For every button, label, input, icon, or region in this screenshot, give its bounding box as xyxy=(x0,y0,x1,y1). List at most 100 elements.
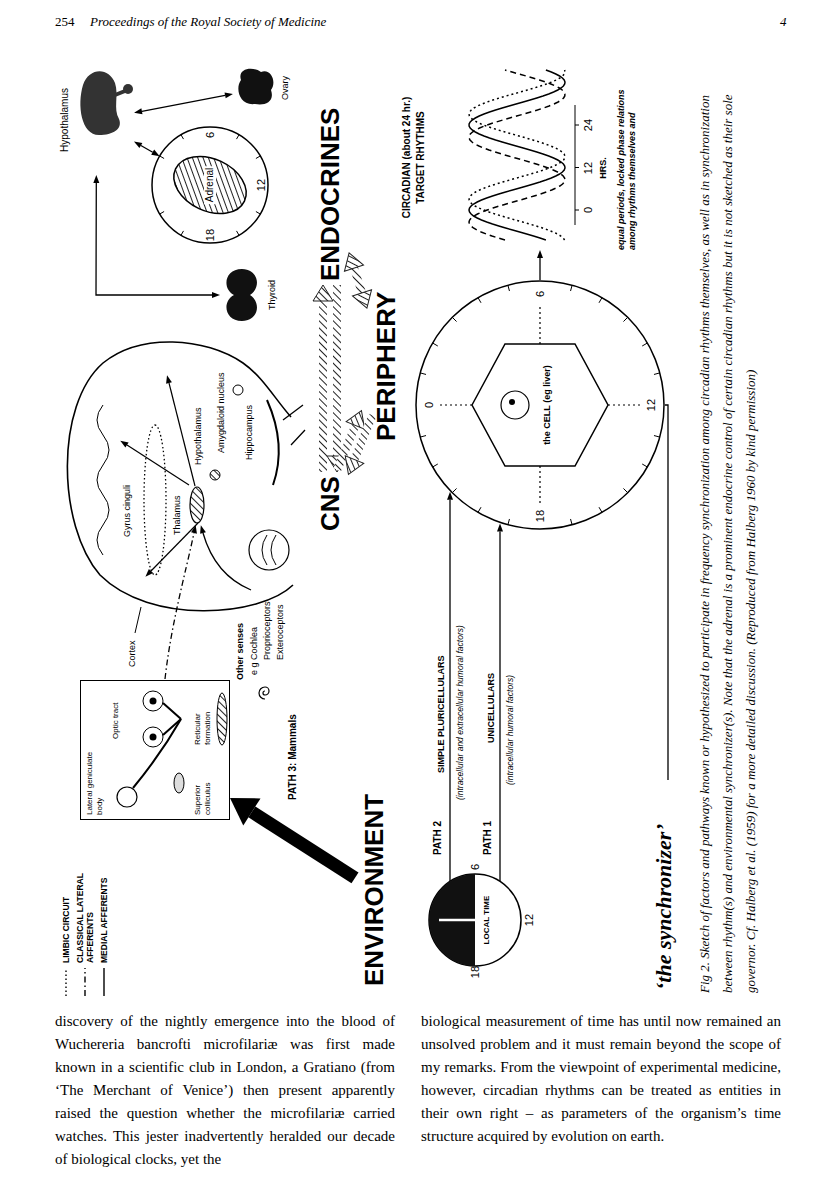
visual-pathway-inset-part xyxy=(163,703,181,735)
connector xyxy=(333,285,341,456)
visual-pathway-inset-part xyxy=(150,698,157,705)
body-text: biological measurement of time has until… xyxy=(421,1010,781,1148)
text-anchor: biological measurement of time has until… xyxy=(421,1010,781,1148)
rhythm-wave xyxy=(469,70,565,240)
body-text: discovery of the nightly emergence into … xyxy=(55,1010,395,1171)
connector xyxy=(449,500,450,882)
text-anchor: 6 xyxy=(469,864,481,870)
connector xyxy=(499,531,500,881)
cell-shape: the CELL (eg liver) xyxy=(470,340,610,470)
text-anchor: the CELL (eg liver) xyxy=(542,365,553,445)
text-anchor: Exteroceptors xyxy=(275,604,286,660)
periphery-clock-part xyxy=(416,281,664,529)
periphery-clock-part xyxy=(508,285,510,291)
text-anchor: 18 xyxy=(534,510,546,522)
text-anchor: 254 xyxy=(55,14,75,30)
connector xyxy=(319,301,327,472)
text-anchor: Proprioceptors xyxy=(262,601,273,660)
node-label: 12 xyxy=(582,162,594,174)
legend-sample-line xyxy=(84,968,85,996)
text-anchor: TARGET RHYTHMS xyxy=(414,65,427,250)
periphery-clock-part xyxy=(452,317,456,321)
node-label: ENVIRONMENT xyxy=(359,794,389,986)
visual-pathway-inset-part xyxy=(217,693,227,745)
connector xyxy=(337,426,355,470)
brain-part-label: Thalamus xyxy=(172,495,183,535)
node-label: 24 xyxy=(582,119,594,131)
rhythm-wave xyxy=(469,70,565,240)
local-time-clock-part xyxy=(429,874,475,966)
periphery-clock-part xyxy=(478,507,481,512)
legend-sample-line xyxy=(103,968,104,996)
visual-pathway-inset: Lateral geniculate body Optic tractSuperi… xyxy=(80,680,230,820)
text-anchor: Fig 2. Sketch of factors and pathways kn… xyxy=(693,73,762,993)
brain-gyri xyxy=(97,405,109,555)
visual-pathway-inset-part xyxy=(174,773,184,793)
node-label: Lateral geniculate body xyxy=(85,751,105,815)
legend-sample-line xyxy=(65,968,66,996)
path-label: PATH 3: Mammals xyxy=(287,738,299,800)
legend-row: LIMBIC CIRCUIT xyxy=(61,833,71,997)
ovary-gland-part xyxy=(238,69,273,105)
text-anchor: UNICELLULARS xyxy=(486,673,497,743)
text-anchor: Hypothalamus xyxy=(193,407,204,465)
amygdala-shape xyxy=(233,385,243,395)
adrenal-clock: Adrenal61218 xyxy=(148,123,272,247)
periphery-clock-part xyxy=(599,507,602,512)
adrenal-clock-part xyxy=(160,212,164,215)
text-anchor: PATH 1 xyxy=(482,821,494,855)
text-anchor: Thyroid xyxy=(267,263,278,327)
cell-shape-outline xyxy=(470,340,610,470)
section-heading: CNS xyxy=(311,472,349,535)
hippocampus-shape xyxy=(267,400,279,485)
legend: LIMBIC CIRCUITCLASSICAL LATERAL AFFERENT… xyxy=(61,833,113,997)
periphery-clock-part xyxy=(599,298,602,303)
brain-part-label: Hypothalamus xyxy=(193,407,204,465)
node-label: equal periods, locked phase relations am… xyxy=(616,65,638,250)
section-heading: PERIPHERY xyxy=(367,288,405,445)
adrenal-clock-part xyxy=(165,145,256,224)
hypothalamus-gland-part xyxy=(80,71,119,135)
visual-pathway-inset-part xyxy=(117,787,137,807)
legend-sample xyxy=(80,967,90,997)
legend-text: LIMBIC CIRCUIT xyxy=(61,833,71,963)
text-anchor: (intracellular and extracellular humoral… xyxy=(455,625,465,800)
text-anchor: (intracellular humoral factors) xyxy=(505,675,515,785)
cell-shape-part xyxy=(509,399,515,405)
adrenal-clock-part xyxy=(181,135,184,139)
periphery-clock-part xyxy=(654,373,660,375)
periphery-clock-part xyxy=(452,488,456,492)
synchronizer-label: ‘the synchronizer’ xyxy=(651,824,677,990)
thalamocortical-line xyxy=(127,445,189,485)
local-time-clock-part xyxy=(429,874,521,966)
brain-part-label: Hippocampus xyxy=(244,405,255,460)
cell-shape-part xyxy=(501,391,529,419)
ovary-gland: Ovary xyxy=(233,64,295,112)
periphery-clock-part xyxy=(654,436,660,438)
adrenal-clock-part xyxy=(237,231,240,235)
legend-sample xyxy=(61,967,71,997)
brain-part-label: Amygdaloid nucleus xyxy=(216,372,227,453)
path-note: (intracellular humoral factors) xyxy=(505,675,515,785)
text-anchor: Proceedings of the Royal Society of Medi… xyxy=(90,14,326,30)
hypothalamus-gland-part xyxy=(123,84,133,94)
rotated-figure: ENVIRONMENTLOCAL TIME61218Lateral genicu… xyxy=(55,60,790,1005)
brain-outline xyxy=(67,342,293,611)
node-label: 12 xyxy=(523,914,535,926)
sense-label: Exteroceptors xyxy=(275,604,286,660)
text-anchor: Optic tract xyxy=(111,683,121,739)
adrenal-clock-part xyxy=(152,127,268,243)
node-label: 6 xyxy=(534,291,546,297)
text-anchor: Other senses xyxy=(235,623,246,680)
node-label: Hypothalamus xyxy=(59,65,71,175)
hypothalamus-shape xyxy=(210,470,220,480)
cochlea-spiral xyxy=(259,687,269,699)
node-label: Superior colliculus xyxy=(193,751,213,815)
path-label: PATH 1 xyxy=(482,821,494,855)
text-anchor: 4 xyxy=(780,14,787,30)
periphery-clock-part xyxy=(433,464,438,467)
adrenal-clock-part xyxy=(160,156,164,159)
text-anchor: Adrenal xyxy=(204,166,216,204)
text-anchor: Hypothalamus xyxy=(59,65,71,175)
